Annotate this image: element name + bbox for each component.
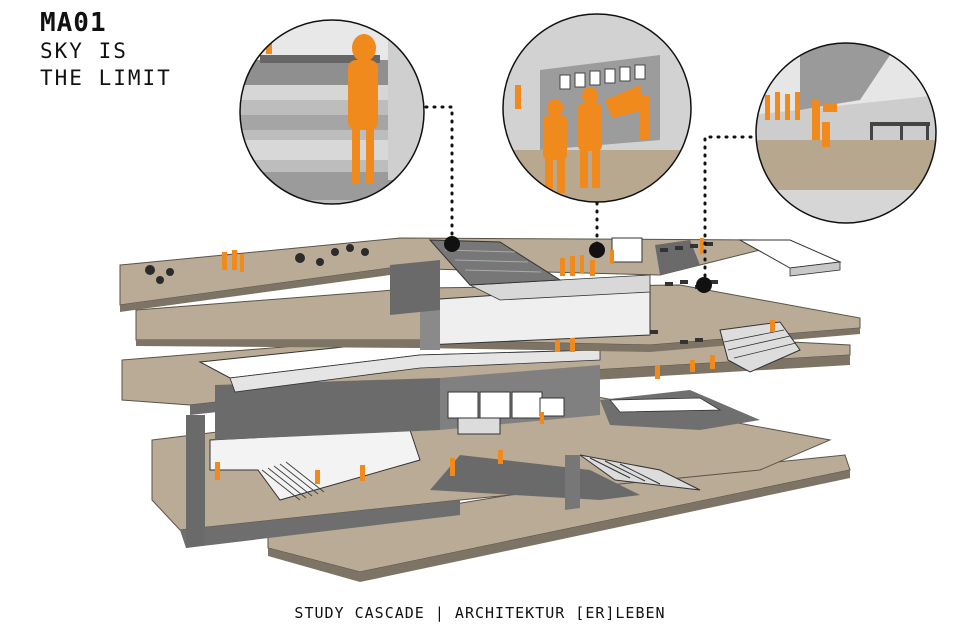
callout-point-gallery — [589, 242, 605, 258]
upper-stair — [428, 239, 562, 286]
floor-slab-level-3 — [135, 274, 861, 373]
callout-stair-view — [239, 19, 425, 205]
lounge-chairs — [145, 244, 369, 284]
lower-right-stair — [579, 454, 701, 491]
study-kiosks — [447, 391, 565, 435]
project-code: MA01 — [40, 8, 107, 38]
axonometric-section-diagram — [119, 13, 937, 582]
callout-leaders — [424, 105, 777, 284]
callout-point-stair — [444, 236, 460, 252]
title-block: MA01 SKY IS THE LIMIT — [40, 8, 172, 92]
callout-cafe-view — [755, 42, 937, 224]
people-figures — [215, 238, 775, 484]
lower-stair — [261, 461, 325, 501]
callout-gallery-view — [502, 13, 692, 203]
footer-caption: STUDY CASCADE | ARCHITEKTUR [ER]LEBEN — [294, 604, 666, 622]
callout-point-cafe — [696, 277, 712, 293]
project-title-line-2: THE LIMIT — [40, 66, 172, 90]
project-title-line-1: SKY IS — [40, 39, 128, 63]
